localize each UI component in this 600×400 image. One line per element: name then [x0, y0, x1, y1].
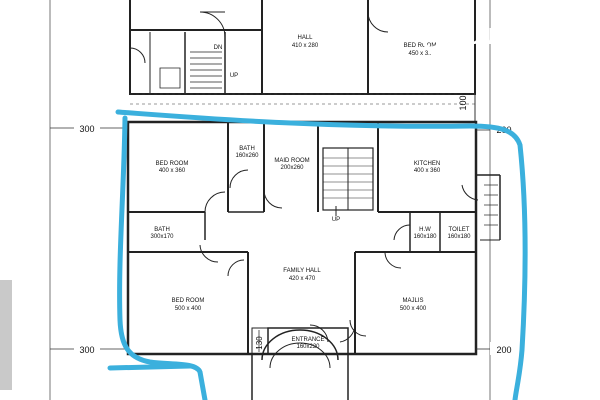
room-size-bedroom-1: 400 x 360 [159, 168, 186, 174]
room-name-hall: HALL [297, 35, 313, 41]
room-size-bedroom-2: 500 x 400 [175, 306, 202, 312]
room-size-hall: 410 x 280 [292, 43, 319, 49]
room-size-bath-1: 160x260 [235, 153, 259, 159]
dim-bg-left-top [74, 121, 100, 134]
dim-right-vertical: 100 [458, 95, 468, 110]
stairs-main [322, 147, 374, 216]
separator [130, 93, 476, 122]
room-name-kitchen: KITCHEN [414, 161, 440, 167]
room-name-bath-2: BATH [154, 227, 170, 233]
room-size-majlis: 500 x 400 [400, 306, 427, 312]
room-size-toilet: 160x180 [447, 234, 471, 240]
room-size-entrance: 160x220 [296, 344, 320, 350]
highlight-outline-left [107, 115, 208, 400]
stair-up-label: UP [332, 217, 340, 223]
room-size-bedroom-top: 450 x 3.. [408, 51, 431, 57]
scroll-edge [0, 280, 12, 390]
watermark-arabic: السوق المفتوح [421, 25, 578, 49]
room-name-hw: H.W [419, 227, 431, 233]
room-name-maid-room: MAID ROOM [274, 158, 309, 164]
room-name-bedroom-1: BED ROOM [156, 161, 189, 167]
dim-right-bottom: 200 [496, 345, 511, 355]
dim-bg-left-bottom [74, 342, 100, 355]
dim-entrance-step: 130 [255, 336, 264, 350]
room-size-maid-room: 200x260 [280, 165, 304, 171]
room-name-bath-1: BATH [239, 146, 255, 152]
room-size-family-hall: 420 x 470 [289, 276, 316, 282]
room-size-bath-2: 300x170 [150, 234, 174, 240]
stair-dn-label: DN [214, 45, 223, 51]
door-swings [199, 169, 479, 343]
room-size-hw: 160x180 [413, 234, 437, 240]
dim-left-bottom: 300 [79, 345, 94, 355]
dim-left-top: 300 [79, 124, 94, 134]
room-name-entrance: ENTRANCE [291, 337, 324, 343]
room-name-family-hall: FAMILY HALL [283, 268, 321, 274]
room-name-bedroom-2: BED ROOM [172, 298, 205, 304]
room-name-majlis: MAJLIS [402, 298, 423, 304]
stair-up-label-top: UP [230, 73, 238, 79]
room-name-bedroom-top: BED ROOM [404, 43, 437, 49]
highlight-outline [115, 109, 528, 400]
room-size-kitchen: 400 x 360 [414, 168, 441, 174]
watermark-latin: opensooq.com [495, 60, 576, 73]
room-name-toilet: TOILET [449, 227, 470, 233]
dim-bg-right-bottom [490, 342, 518, 355]
upper-plan [129, 0, 476, 95]
